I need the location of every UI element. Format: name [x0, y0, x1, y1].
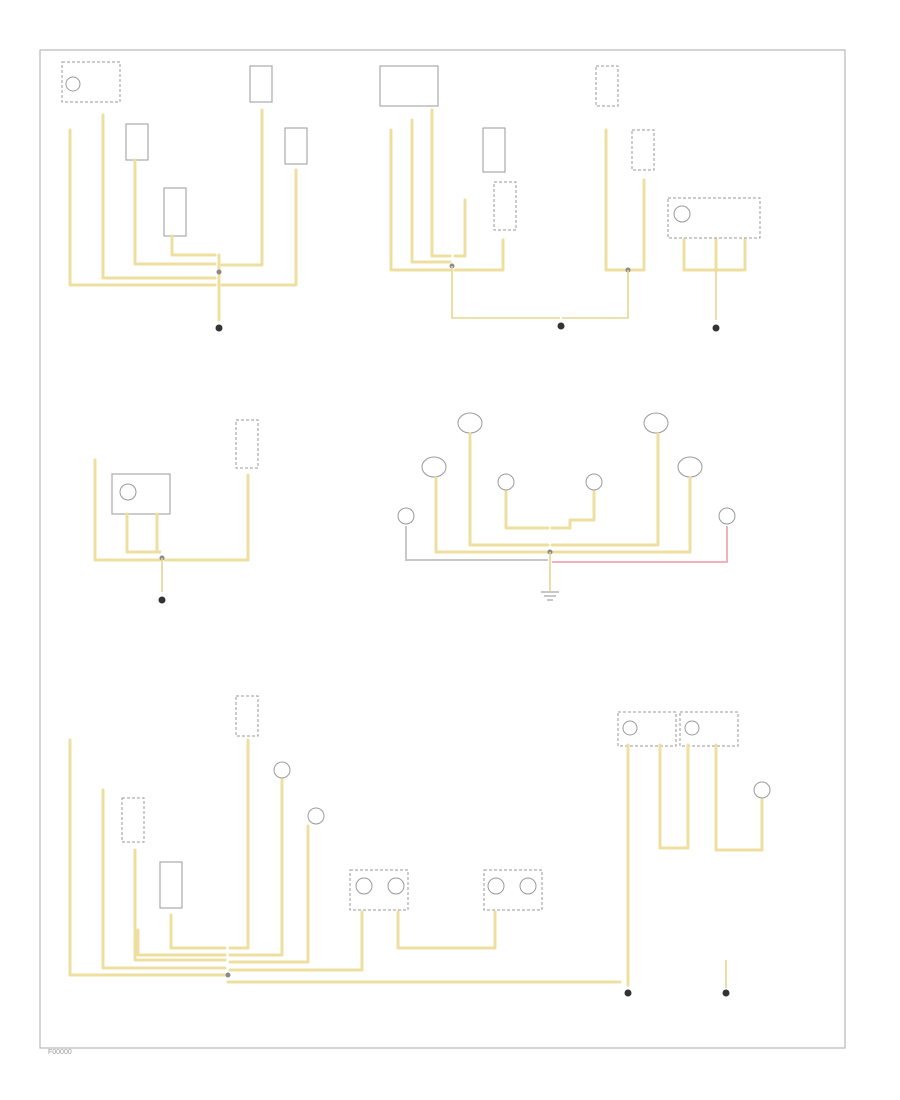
wire-path: [133, 848, 227, 962]
component-box: [125, 123, 149, 161]
wire-path: [101, 788, 227, 970]
lamp-icon: [585, 473, 603, 491]
wire-path: [628, 178, 646, 272]
wire-path: [714, 743, 764, 852]
wire-path: [468, 432, 550, 547]
ground-group-bottom-right: [617, 711, 771, 997]
headlamp-icon: [421, 456, 447, 478]
wire-path: [405, 526, 548, 561]
wire-path: [434, 476, 550, 554]
component-box: [493, 181, 517, 231]
wire-path: [220, 168, 298, 287]
wire-path: [228, 778, 284, 957]
component-box: [235, 695, 259, 737]
headlamp-icon: [457, 412, 483, 434]
wire-path: [658, 743, 690, 850]
component-box: [163, 187, 187, 237]
wire-path: [136, 928, 227, 957]
component-box: [595, 65, 619, 107]
ground-point-icon: [722, 989, 730, 997]
wire-path: [170, 234, 217, 257]
ground-point-icon: [158, 596, 166, 604]
ground-point-icon: [624, 989, 632, 997]
wire-path: [562, 270, 629, 319]
wire-path: [68, 738, 227, 977]
ground-group-bottom-center: [226, 869, 622, 984]
component-box: [249, 65, 273, 103]
lamp-icon: [753, 781, 771, 799]
wire-path: [453, 198, 467, 258]
wire-path: [430, 108, 452, 258]
wire-path: [169, 913, 227, 950]
lamp-icon: [355, 877, 373, 895]
headlamp-icon: [677, 456, 703, 478]
wire-path: [604, 128, 627, 272]
component-box: [235, 419, 259, 469]
component-box: [379, 65, 439, 107]
lamp-icon: [65, 76, 81, 92]
lamp-icon: [684, 720, 700, 736]
wire-path: [133, 158, 217, 266]
diagram-frame: [39, 49, 846, 1049]
ground-point-icon: [712, 324, 720, 332]
lamp-icon: [487, 877, 505, 895]
wire-path: [396, 910, 497, 950]
lamp-icon: [397, 507, 415, 525]
wire-path: [228, 910, 364, 972]
component-box: [284, 127, 308, 165]
lamp-icon: [622, 720, 638, 736]
wire-path: [410, 118, 452, 264]
component-box: [121, 797, 145, 843]
wire-path: [504, 490, 550, 530]
component-box: [159, 861, 183, 909]
wire-path: [550, 432, 660, 547]
wire-path: [228, 824, 310, 964]
ground-group-middle-left: [93, 419, 259, 604]
ground-group-top-left: [61, 61, 308, 332]
lamp-icon: [387, 877, 405, 895]
wire-path: [550, 490, 596, 530]
lamp-icon: [718, 507, 736, 525]
wire-path: [93, 458, 162, 562]
splice-node: [225, 972, 231, 978]
diagram-code: F00000: [48, 1049, 72, 1056]
component-box: [631, 129, 655, 171]
headlamp-icon: [643, 412, 669, 434]
component-box: [482, 127, 506, 173]
wire-path: [552, 526, 728, 563]
lamp-icon: [307, 807, 325, 825]
lamp-icon: [497, 473, 515, 491]
ground-point-icon: [557, 322, 565, 330]
ground-point-icon: [215, 324, 223, 332]
wire-path: [220, 108, 264, 267]
lamp-icon: [673, 205, 691, 223]
ground-group-top-right: [557, 65, 761, 332]
lamp-icon: [273, 761, 291, 779]
wire-path: [228, 738, 250, 950]
wire-path: [163, 473, 250, 562]
lamp-icon: [119, 483, 137, 501]
lamp-icon: [519, 877, 537, 895]
wire-path: [101, 113, 217, 280]
component-box: [111, 473, 171, 515]
wire-path: [550, 476, 692, 554]
ground-group-top-center: [379, 65, 560, 319]
wire-path: [389, 128, 452, 272]
wire-path: [453, 238, 505, 272]
splice-node: [216, 269, 222, 275]
ground-group-bottom-left: [68, 695, 325, 978]
wire-path: [125, 512, 162, 554]
wire-path: [451, 266, 560, 319]
ground-group-middle-center: [397, 412, 736, 601]
wire-path: [68, 128, 217, 287]
